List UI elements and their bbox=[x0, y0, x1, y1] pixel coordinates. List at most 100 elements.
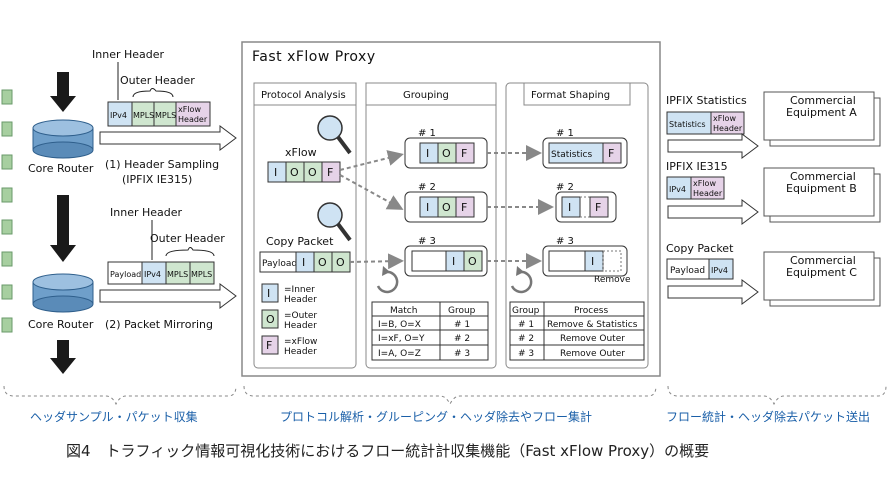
output-3-label: Copy Packet bbox=[666, 242, 734, 255]
match-header: Match bbox=[390, 306, 417, 316]
copy-cell-o1: O bbox=[318, 256, 327, 269]
process-row-3-group: # 3 bbox=[518, 349, 534, 359]
packet1-mpls-2: MPLS bbox=[155, 111, 176, 120]
packet1-mpls-1: MPLS bbox=[133, 111, 154, 120]
match-row-3: I=A, O=Z bbox=[378, 349, 421, 359]
equipment-b-line1: Commercial bbox=[790, 170, 856, 183]
xflow-cell-o2: O bbox=[308, 166, 317, 179]
inner-header-label-1: Inner Header bbox=[92, 48, 165, 61]
group-3-cell-i: I bbox=[452, 255, 455, 268]
output-2-label: IPFIX IE315 bbox=[666, 160, 728, 173]
output-3-packet: Payload IPv4 bbox=[666, 258, 734, 280]
format-shaping-title: Format Shaping bbox=[531, 90, 610, 101]
shaped-2-f: F bbox=[595, 201, 601, 214]
xflow-cell-i: I bbox=[274, 166, 277, 179]
output-2-arrow bbox=[667, 199, 759, 225]
output-1-cell-header: Header bbox=[713, 124, 743, 133]
copy-cell-i: I bbox=[302, 256, 305, 269]
section-middle-label: プロトコル解析・グルーピング・ヘッダ除去やフロー集計 bbox=[280, 409, 592, 424]
equipment-c: Commercial Equipment C bbox=[763, 251, 881, 307]
equipment-a-line2: Equipment A bbox=[786, 106, 857, 119]
equipment-b-line2: Equipment B bbox=[786, 182, 857, 195]
output-1-arrow bbox=[667, 133, 759, 159]
shaped-3-id: # 3 bbox=[556, 236, 574, 247]
mirrored-packet: Payload IPv4 MPLS MPLS bbox=[107, 261, 215, 285]
section-left-label: ヘッダサンプル・パケット収集 bbox=[30, 409, 198, 424]
group-header: Group bbox=[448, 306, 476, 316]
packet1-ipv4: IPv4 bbox=[110, 111, 127, 120]
legend-key-o: O bbox=[266, 313, 275, 326]
xflow-label: xFlow bbox=[285, 146, 317, 159]
process-group-header: Group bbox=[512, 306, 540, 316]
process-row-1-group: # 1 bbox=[518, 320, 534, 330]
legend: I =Inner Header O =Outer Header F =xFlow… bbox=[261, 283, 317, 357]
packet2-mpls-1: MPLS bbox=[167, 270, 188, 279]
group-2-cell-i: I bbox=[426, 201, 429, 214]
packet1-xflow: xFlow bbox=[178, 105, 201, 114]
core-router-1 bbox=[32, 119, 94, 159]
equipment-c-line2: Equipment C bbox=[786, 266, 857, 279]
xflow-cell-o1: O bbox=[290, 166, 299, 179]
xflow-packet: I O O F bbox=[267, 161, 341, 183]
output-3-cell-payload: Payload bbox=[670, 266, 705, 276]
switch-ports bbox=[1, 89, 13, 333]
mirroring-arrow bbox=[99, 283, 237, 309]
shaped-2-i: I bbox=[568, 201, 571, 214]
legend-inner-1: =Inner bbox=[284, 285, 315, 295]
output-2-cell-ipv4: IPv4 bbox=[669, 185, 686, 194]
match-row-3-group: # 3 bbox=[454, 349, 470, 359]
copy-cell-payload: Payload bbox=[262, 259, 297, 269]
equipment-a-line1: Commercial bbox=[790, 94, 856, 107]
section-right-label: フロー統計・ヘッダ除去パケット送出 bbox=[666, 409, 870, 424]
shaped-3-i: I bbox=[591, 255, 594, 268]
group-1-id: # 1 bbox=[418, 128, 436, 139]
equipment-c-line1: Commercial bbox=[790, 254, 856, 267]
equipment-a: Commercial Equipment A bbox=[763, 91, 881, 147]
mirroring-label: (2) Packet Mirroring bbox=[105, 318, 213, 331]
output-1-cell-xflow: xFlow bbox=[713, 114, 736, 123]
group-1-cell-o: O bbox=[442, 147, 451, 160]
process-table: Group Process # 1 Remove & Statistics # … bbox=[509, 301, 645, 361]
legend-key-i: I bbox=[267, 287, 270, 300]
group-1-cell-f: F bbox=[461, 147, 467, 160]
match-table: Match Group I=B, O=X # 1 I=xF, O=Y # 2 I… bbox=[371, 301, 489, 361]
router-label-1: Core Router bbox=[28, 162, 94, 175]
sampling-label: (1) Header Sampling bbox=[105, 158, 219, 171]
legend-outer-1: =Outer bbox=[284, 311, 317, 321]
inner-header-label-2: Inner Header bbox=[110, 206, 183, 219]
equipment-b: Commercial Equipment B bbox=[763, 167, 881, 223]
process-header: Process bbox=[574, 306, 608, 316]
match-row-2: I=xF, O=Y bbox=[378, 334, 425, 344]
output-1-packet: Statistics xFlow Header bbox=[666, 111, 745, 135]
core-router-2 bbox=[32, 273, 94, 313]
output-2-cell-xflow: xFlow bbox=[693, 179, 716, 188]
magnifier-icon-2 bbox=[317, 202, 352, 242]
copy-cell-o2: O bbox=[336, 256, 345, 269]
process-row-2: Remove Outer bbox=[560, 334, 625, 344]
packet2-mpls-2: MPLS bbox=[191, 270, 212, 279]
match-row-1: I=B, O=X bbox=[378, 320, 421, 330]
copy-packet: Payload I O O bbox=[259, 251, 351, 273]
group-1-cell-i: I bbox=[426, 147, 429, 160]
proxy-title: Fast xFlow Proxy bbox=[252, 49, 376, 65]
sampling-arrow bbox=[99, 125, 237, 151]
legend-inner-2: Header bbox=[284, 295, 317, 305]
output-1-cell-statistics: Statistics bbox=[669, 120, 706, 129]
outer-header-label-2: Outer Header bbox=[150, 232, 225, 245]
output-2-packet: IPv4 xFlow Header bbox=[666, 176, 725, 200]
legend-outer-2: Header bbox=[284, 321, 317, 331]
outer-header-label-1: Outer Header bbox=[120, 74, 195, 87]
packet2-ipv4: IPv4 bbox=[144, 270, 161, 279]
xflow-cell-f: F bbox=[327, 166, 333, 179]
shaped-2-id: # 2 bbox=[556, 182, 574, 193]
output-1-label: IPFIX Statistics bbox=[666, 94, 747, 107]
group-2-cell-f: F bbox=[461, 201, 467, 214]
refresh-icon-2 bbox=[510, 266, 533, 294]
process-row-2-group: # 2 bbox=[518, 334, 534, 344]
group-2-cell-o: O bbox=[442, 201, 451, 214]
router-label-2: Core Router bbox=[28, 318, 94, 331]
output-3-arrow bbox=[667, 279, 759, 305]
traffic-flow-arrows bbox=[50, 72, 76, 374]
